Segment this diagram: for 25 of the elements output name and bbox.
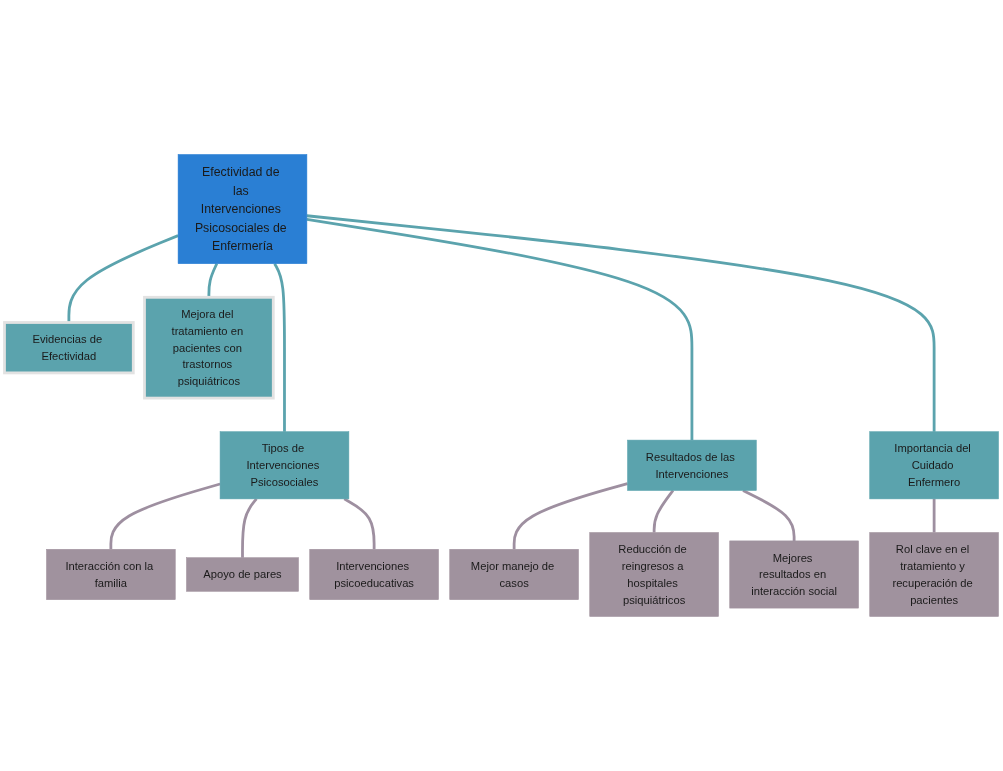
connector (273, 263, 286, 432)
node-box: Interacción con la familia (46, 549, 176, 600)
node-box: Rol clave en el tratamiento y recuperación de pacientes (869, 532, 999, 617)
connector (109, 482, 221, 550)
connector (207, 263, 219, 298)
node-box: Mejora del tratamiento en pacientes con trastornos psiquiátricos (143, 295, 275, 400)
node-box: Efectividad de las Intervenciones Psicosociales de Enfermería (177, 154, 308, 264)
connector (67, 234, 179, 323)
connector (932, 498, 936, 533)
node-box: Tipos de Intervenciones Psicosociales (219, 431, 350, 500)
connector (306, 214, 936, 432)
node-box: Resultados de las Intervenciones (627, 439, 757, 491)
connector (652, 489, 675, 533)
node-box: Intervenciones psicoeducativas (309, 549, 439, 600)
node-box: Mejor manejo de casos (449, 549, 579, 600)
node-box: Importancia del Cuidado Enfermero (869, 431, 999, 500)
node-box: Mejores resultados en interacción social (729, 540, 859, 609)
connector (512, 482, 628, 550)
node-box: Evidencias de Efectividad (3, 321, 135, 375)
connector (742, 489, 796, 541)
node-box: Reducción de reingresos a hospitales psiquiátricos (589, 532, 719, 617)
connector (241, 498, 258, 558)
node-box: Apoyo de pares (186, 557, 299, 592)
connector (306, 217, 694, 441)
connector (343, 497, 376, 550)
